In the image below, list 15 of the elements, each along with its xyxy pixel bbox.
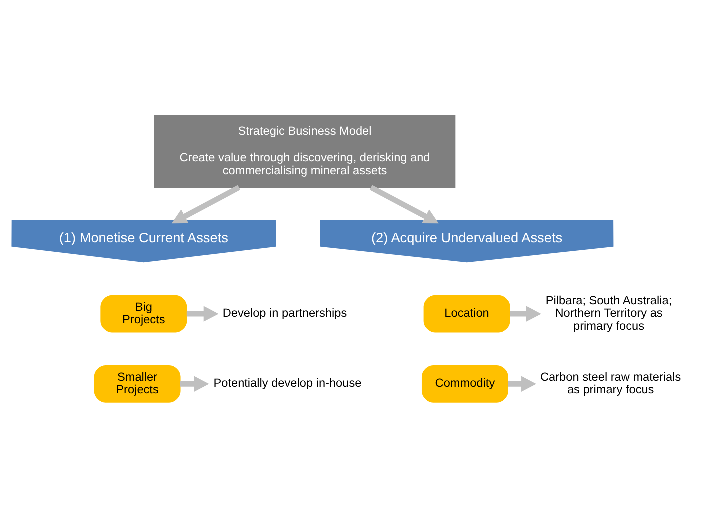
node-text: Potentially develop in-house [214, 376, 362, 390]
node-box: Big Projects [100, 294, 188, 332]
node-text: Develop in partnerships [222, 306, 348, 320]
node-text: Pilbara; South Australia; Northern Territory as primary focus [546, 292, 672, 332]
node-box: Strategic Business Model Create value through discovering, derisking and commercialising mineral assets [154, 114, 456, 188]
node-text: Carbon steel raw materials as primary focus [540, 369, 682, 396]
node-box: Commodity [422, 365, 508, 402]
node-box: Smaller Projects [94, 365, 181, 402]
arrow [510, 306, 542, 322]
arrow [508, 376, 537, 392]
arrow [172, 184, 241, 224]
arrow [180, 376, 210, 392]
arrow [370, 184, 439, 224]
node-box: Location [424, 294, 510, 332]
arrow [186, 306, 219, 322]
